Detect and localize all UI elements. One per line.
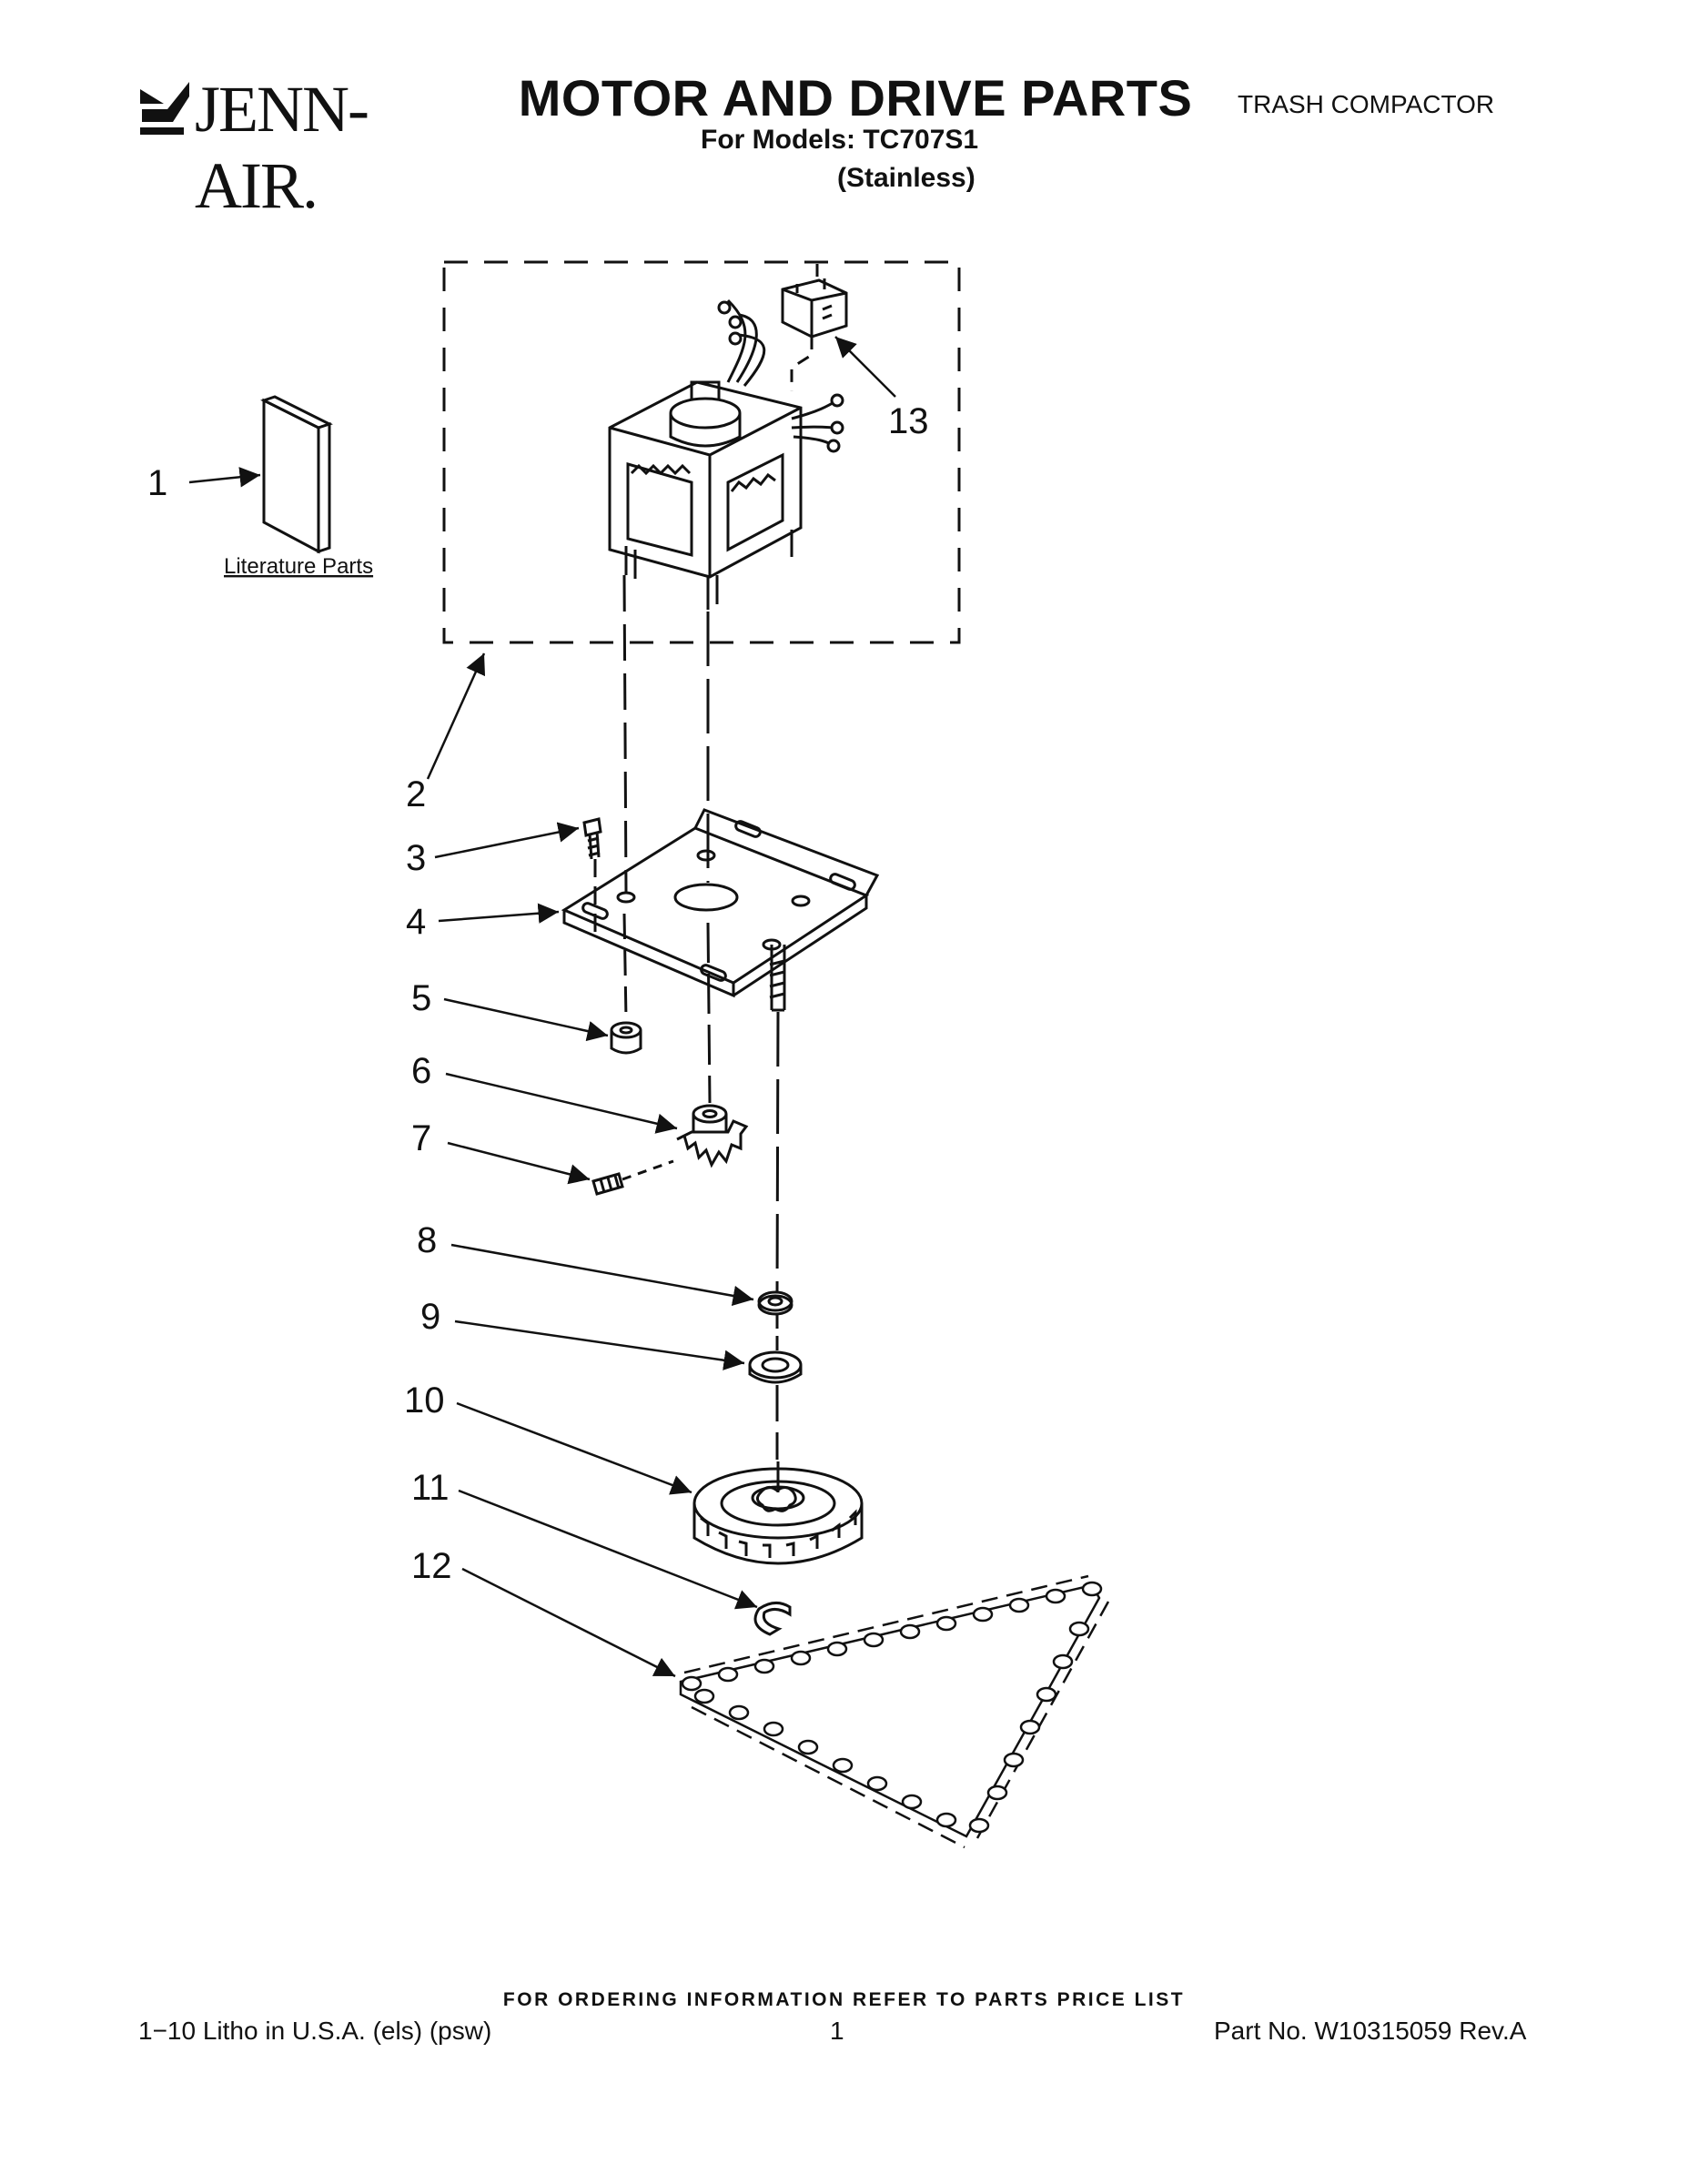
callout-12: 12 xyxy=(411,1546,452,1586)
model-variant: (Stainless) xyxy=(837,163,975,193)
literature-label: Literature Parts xyxy=(224,554,373,579)
page-number: 1 xyxy=(830,2017,844,2045)
callout-13: 13 xyxy=(888,401,929,441)
callout-4: 4 xyxy=(406,902,426,942)
callout-10: 10 xyxy=(404,1380,445,1421)
model-list: For Models: TC707S1 xyxy=(701,125,979,155)
callout-9: 9 xyxy=(420,1297,440,1337)
brand-name: JENN-AIR. xyxy=(195,73,369,222)
thrust-washer-icon xyxy=(757,1290,793,1316)
callout-6: 6 xyxy=(411,1051,431,1091)
callout-1: 1 xyxy=(147,463,167,503)
page-title: MOTOR AND DRIVE PARTS xyxy=(518,69,1193,126)
callout-leaders xyxy=(188,336,896,1678)
callout-7: 7 xyxy=(411,1118,431,1158)
drive-sprocket-icon xyxy=(692,1461,864,1565)
screw-icon xyxy=(582,817,602,860)
motor-assembly-boundary xyxy=(442,260,961,644)
litho-note: 1−10 Litho in U.S.A. (els) (psw) xyxy=(138,2017,492,2045)
retaining-ring-icon xyxy=(753,1602,792,1636)
part-number: Part No. W10315059 Rev.A xyxy=(1214,2017,1527,2045)
callout-5: 5 xyxy=(411,978,431,1018)
callout-3: 3 xyxy=(406,838,426,878)
motor-protector-icon xyxy=(781,264,848,391)
callout-8: 8 xyxy=(417,1220,437,1260)
bearing-washer-icon xyxy=(748,1350,803,1384)
spacer-icon xyxy=(610,1021,642,1055)
ordering-note: FOR ORDERING INFORMATION REFER TO PARTS … xyxy=(502,1989,1186,2010)
brand-mark-icon xyxy=(140,82,189,135)
callout-11: 11 xyxy=(411,1468,450,1508)
motor-mount-bracket-icon xyxy=(561,808,880,1012)
product-type: TRASH COMPACTOR xyxy=(1238,90,1495,118)
pinion-gear-icon xyxy=(676,1104,749,1168)
set-screw-icon xyxy=(591,1159,674,1196)
drive-motor-icon xyxy=(608,298,844,610)
assembly-lines xyxy=(593,574,780,1460)
callout-2: 2 xyxy=(406,774,426,814)
brand-logo: JENN-AIR. xyxy=(136,71,475,222)
drive-chain-icon xyxy=(679,1574,1110,1849)
literature-booklet-icon xyxy=(260,395,333,554)
